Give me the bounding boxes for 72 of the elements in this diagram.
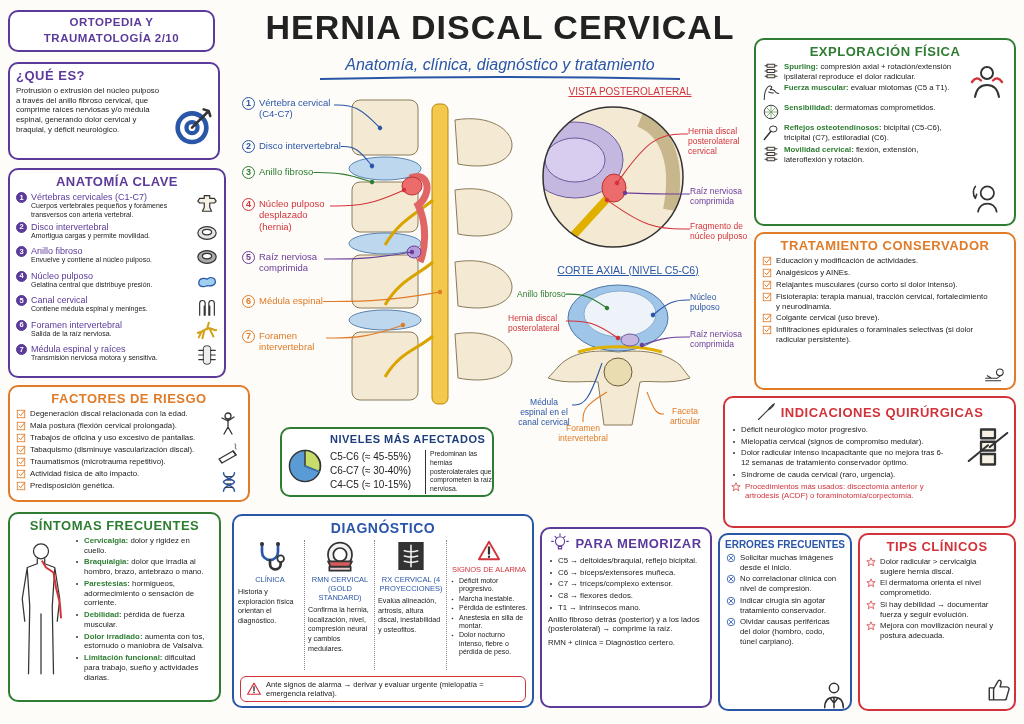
item-title: Médula espinal y raíces xyxy=(31,344,127,355)
panel-heading: TRATAMIENTO CONSERVADOR xyxy=(780,238,990,253)
leader-line xyxy=(565,293,610,311)
panel-heading: EXPLORACIÓN FÍSICA xyxy=(809,44,961,59)
info-panel xyxy=(723,396,1016,528)
callout-label: Fragmento de núcleo pulposo xyxy=(690,221,748,242)
callout-label: Faceta articular xyxy=(668,406,702,427)
panel-heading: ¿QUÉ ES? xyxy=(16,68,85,83)
info-panel xyxy=(718,533,852,711)
leader-line xyxy=(571,362,603,406)
callout-label: Vértebra cervical (C4-C7) xyxy=(259,97,332,120)
item-title: Vértebras cervicales (C1-C7) xyxy=(31,192,149,203)
callout-label: Anillo fibroso xyxy=(517,289,566,300)
leader-line xyxy=(329,187,407,207)
leader-line xyxy=(650,299,691,318)
info-panel xyxy=(232,514,534,708)
panel-heading: NIVELES MÁS AFECTADOS xyxy=(330,433,486,445)
info-panel xyxy=(8,62,220,160)
callout-label: Núcleo pulposo desplazado (hernia) xyxy=(259,198,326,233)
panel-heading: ERRORES FRECUENTES xyxy=(725,539,845,550)
info-panel xyxy=(8,385,250,502)
panel-heading: TIPS CLÍNICOS xyxy=(886,539,988,554)
info-panel xyxy=(280,427,494,497)
leader-line xyxy=(622,190,691,196)
callout-label: Disco intervertebral xyxy=(259,140,341,152)
header-text: ORTOPEDIA Y TRAUMATOLOGÍA 2/10 xyxy=(42,15,181,46)
leader-line xyxy=(340,145,375,169)
leader-line xyxy=(322,289,443,303)
panel-heading: FACTORES DE RIESGO xyxy=(51,391,207,406)
callout-label: Raíz nerviosa comprimida xyxy=(259,251,319,274)
warning-box xyxy=(240,676,526,702)
leader-line xyxy=(323,249,415,260)
callout-label: Raíz nerviosa comprimida xyxy=(690,329,742,350)
callout-label: Raíz nerviosa comprimida xyxy=(690,186,742,207)
leader-line xyxy=(333,104,383,131)
callout-label: Anillo fibroso xyxy=(259,166,314,178)
info-panel xyxy=(8,512,221,702)
level-text: C5-C6 (≈ 45-55%) xyxy=(330,450,412,464)
item-title: Disco intervertebral xyxy=(31,221,110,232)
callout-label: Médula espinal xyxy=(259,295,323,307)
view-heading: VISTA POSTEROLATERAL xyxy=(567,86,693,97)
subtitle: Anatomía, clínica, diagnóstico y tratamiento xyxy=(343,56,656,74)
item-title: Canal cervical xyxy=(31,295,89,306)
info-panel xyxy=(754,38,1016,226)
item-title: Foramen intervertebral xyxy=(31,319,124,330)
info-panel xyxy=(8,168,226,378)
header-box xyxy=(8,10,215,52)
panel-heading: INDICACIONES QUIRÚRGICAS xyxy=(780,404,984,420)
title: HERNIA DISCAL CERVICAL xyxy=(264,8,736,47)
leader-line xyxy=(604,197,691,230)
callout-label: Hernia discal posterolateral cervical xyxy=(688,126,741,157)
panel-heading: DIAGNÓSTICO xyxy=(329,520,437,536)
item-title: Anillo fibroso xyxy=(31,246,84,257)
level-text: C4-C5 (≈ 10-15%) xyxy=(330,478,412,492)
item-title: Núcleo pulposo xyxy=(31,270,95,281)
info-panel xyxy=(754,232,1016,390)
leader-line xyxy=(639,336,691,348)
leader-line xyxy=(582,391,608,423)
panel-heading: SÍNTOMAS FRECUENTES xyxy=(29,518,200,533)
level-text: C6-C7 (≈ 30-40%) xyxy=(330,464,412,478)
leader-line xyxy=(646,391,665,415)
callout-label: Núcleo pulposo xyxy=(690,292,721,313)
leader-line xyxy=(312,171,375,185)
info-panel xyxy=(858,533,1016,711)
callout-label: Foramen intervertebral xyxy=(259,330,316,353)
callout-label: Hernia discal posterolateral xyxy=(508,313,561,334)
panel-heading: PARA MEMORIZAR xyxy=(575,535,702,551)
view-heading: CORTE AXIAL (NIVEL C5-C6) xyxy=(556,264,700,276)
info-panel xyxy=(540,527,712,708)
leader-line xyxy=(614,133,689,186)
leader-line xyxy=(325,322,406,339)
panel-heading: ANATOMÍA CLAVE xyxy=(55,174,179,189)
